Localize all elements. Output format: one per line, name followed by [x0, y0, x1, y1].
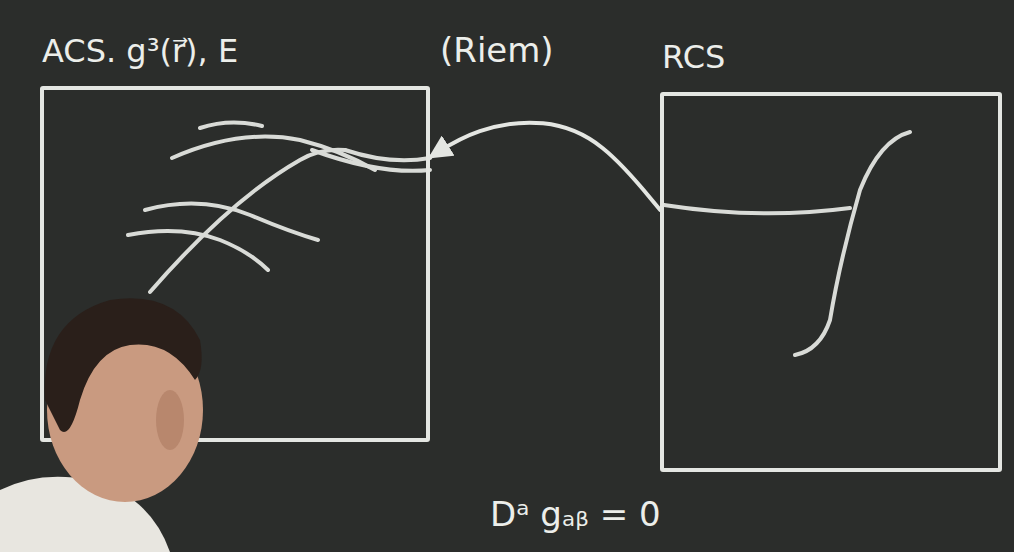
- chalk-stroke: [200, 122, 262, 128]
- chalk-stroke: [312, 150, 430, 171]
- face: [47, 318, 203, 502]
- mapping-arc: [430, 123, 660, 210]
- chalk-stroke: [150, 150, 345, 292]
- region-title: RCS: [658, 38, 729, 76]
- region-title: ACS. g³(r⃗), E: [38, 32, 242, 70]
- equation: Dᵃ gₐᵦ = 0: [486, 494, 665, 534]
- chalk-stroke: [795, 132, 910, 355]
- hair: [45, 298, 202, 432]
- chalk-stroke: [172, 137, 375, 170]
- shirt: [0, 477, 170, 552]
- region-box: RCS: [660, 92, 1002, 472]
- annotation: (Riem): [436, 30, 558, 70]
- chalk-stroke: [664, 205, 850, 213]
- chalk-stroke: [128, 231, 268, 270]
- region-box: ACS. g³(r⃗), E: [40, 86, 430, 442]
